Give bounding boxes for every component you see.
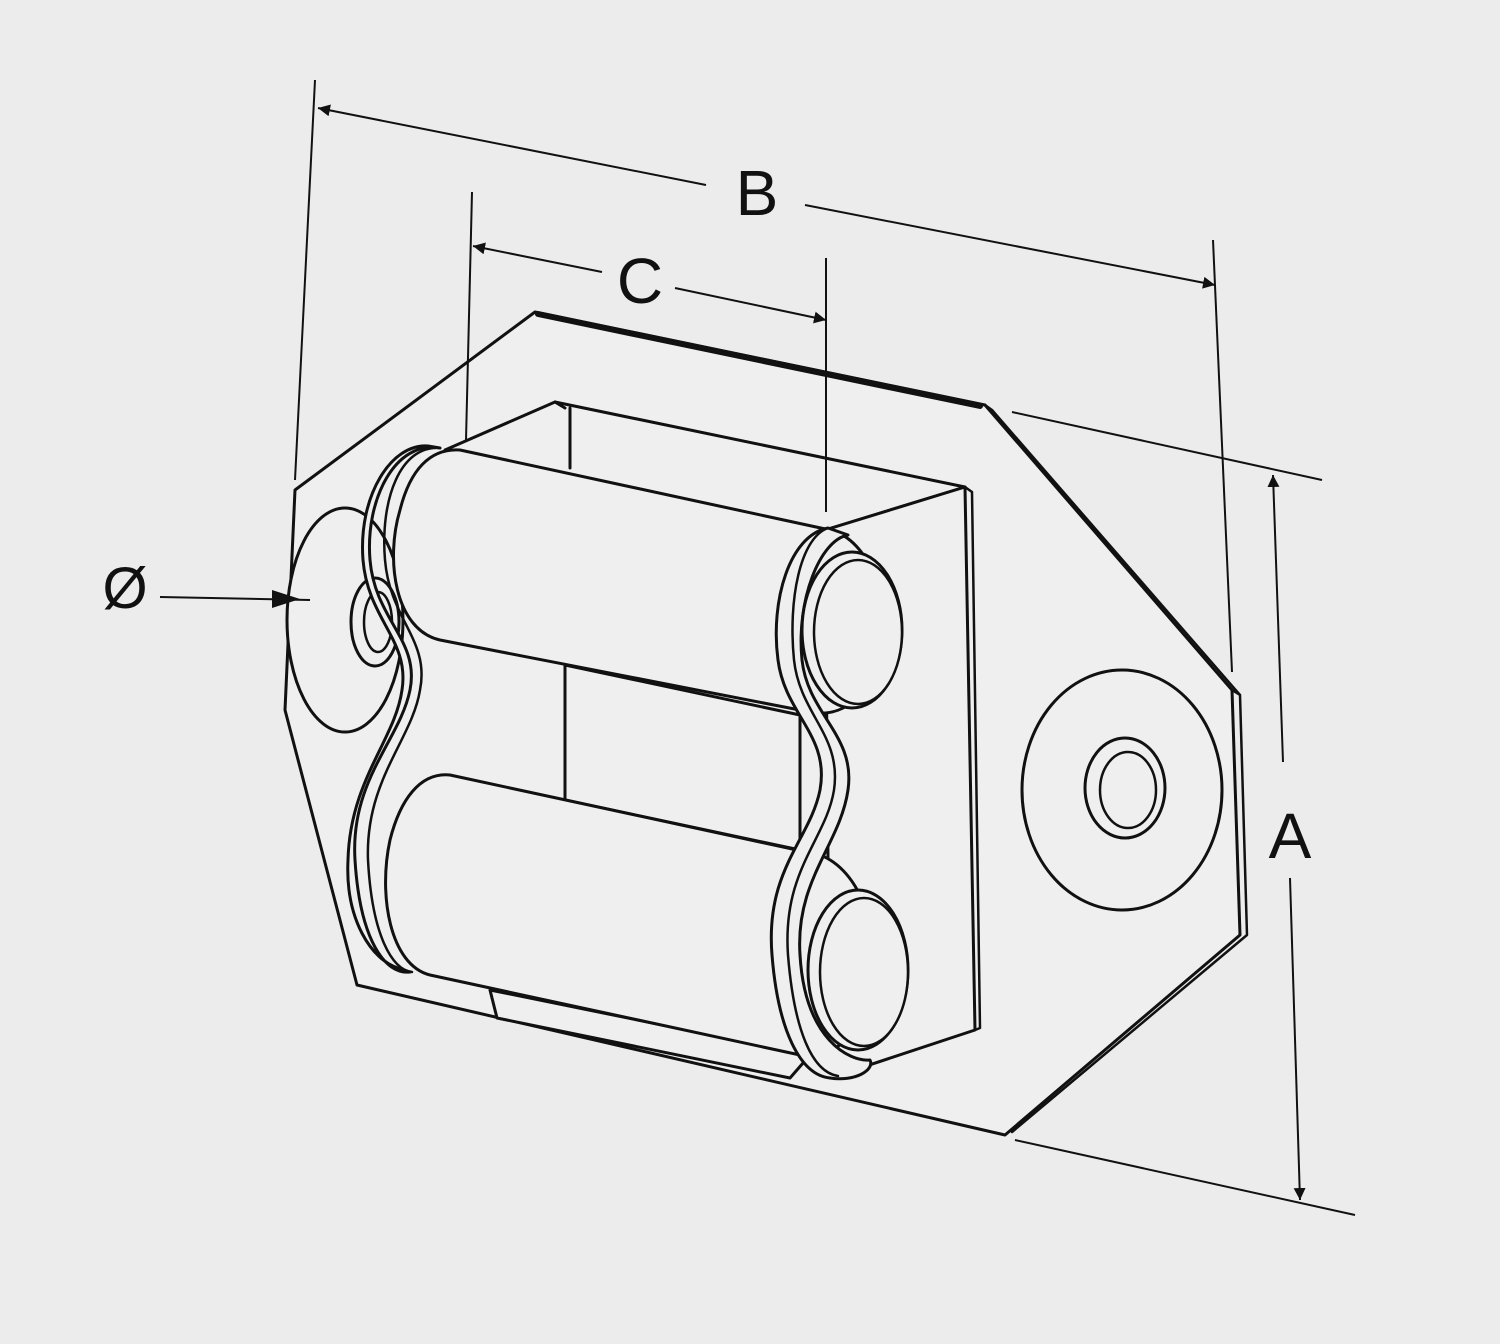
dimension-line-b-left	[317, 104, 707, 186]
extension-line-a-top	[1011, 411, 1323, 481]
lower-axle-cap-face	[818, 896, 910, 1048]
dimension-line-a-bottom	[1289, 877, 1306, 1201]
extension-line-c-left	[465, 191, 473, 441]
extension-line-b-right	[1212, 239, 1233, 673]
right-side-plate	[769, 526, 873, 1081]
dimension-line-c-left	[472, 242, 603, 273]
diameter-label: Ø	[102, 556, 147, 621]
dimension-label-a: A	[1269, 800, 1312, 872]
base-plate-edge	[983, 403, 1249, 1134]
extension-line-b-left	[294, 79, 316, 481]
right-mounting-hole-inner	[1098, 750, 1158, 830]
base-plate-top-edge	[535, 311, 983, 409]
dimension-label-c: C	[617, 245, 663, 317]
dimension-line-c-right	[674, 287, 827, 324]
bracket-side-thickness	[963, 485, 982, 1032]
upper-axle-cap-face	[812, 558, 904, 706]
bracket-corner	[553, 400, 567, 410]
dimension-line-a-top	[1267, 474, 1284, 763]
dimension-label-b: B	[736, 157, 779, 229]
roller-bracket-part	[283, 310, 1249, 1137]
dimension-lines	[159, 79, 1356, 1216]
extension-line-a-bottom	[1014, 1139, 1356, 1216]
dimension-line-b-right	[804, 204, 1216, 289]
